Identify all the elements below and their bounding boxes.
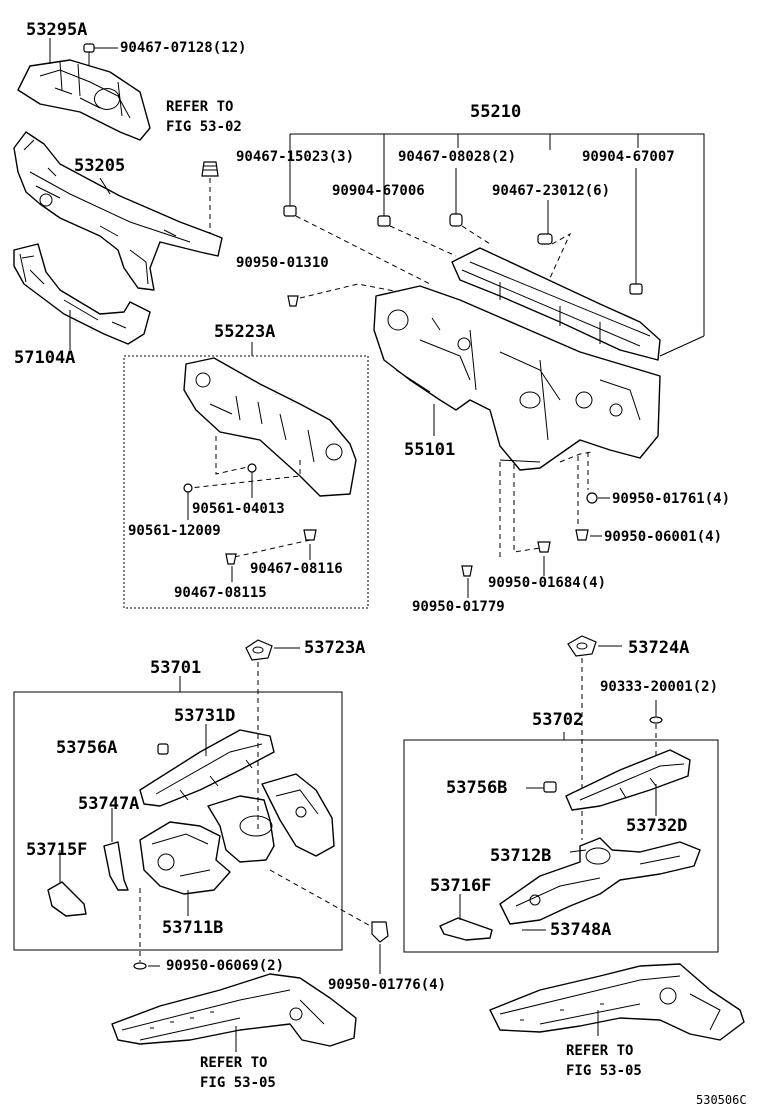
part-57104A-drawing [13, 243, 151, 345]
side-rail-left-drawing [111, 973, 357, 1047]
label-53295A: 53295A [26, 20, 88, 40]
label-90561-04013: 90561-04013 [192, 501, 285, 517]
bracket-53716F-drawing [439, 917, 493, 941]
part-53295A-drawing [17, 59, 151, 141]
label-53723A: 53723A [304, 638, 366, 658]
label-53711B: 53711B [162, 918, 224, 938]
label-53748A: 53748A [550, 920, 612, 940]
label-53712B: 53712B [490, 846, 552, 866]
insulator-53723A-drawing [245, 639, 273, 661]
refer-to-label-2: REFER TO [200, 1055, 268, 1071]
refer-fig-label-2: FIG 53-05 [200, 1075, 276, 1091]
label-53756B: 53756B [446, 778, 508, 798]
label-53756A: 53756A [56, 738, 118, 758]
catalog-code: 530506C [696, 1093, 747, 1107]
label-53716F: 53716F [430, 876, 492, 896]
label-55101: 55101 [404, 440, 456, 460]
label-90950-01684: 90950-01684(4) [488, 575, 607, 591]
fasteners-55210 [283, 168, 643, 307]
label-53731D: 53731D [174, 706, 236, 726]
apron-upper-53731D-drawing [139, 729, 275, 807]
box-55223A [123, 355, 369, 609]
apron-upper-53732D-drawing [565, 749, 691, 811]
label-90467-07128: 90467-07128(12) [120, 40, 247, 56]
apron-53711B-drawing [139, 773, 335, 895]
label-90904-67006: 90904-67006 [332, 183, 425, 199]
part-55210-drawing [451, 247, 661, 361]
label-90950-06069: 90950-06069(2) [166, 958, 285, 974]
box-53701 [13, 691, 343, 951]
refer-fig-label-3: FIG 53-05 [566, 1063, 642, 1079]
bushing-drawing [201, 161, 219, 177]
label-53747A: 53747A [78, 794, 140, 814]
box-53702 [403, 739, 719, 953]
label-90467-23012: 90467-23012(6) [492, 183, 611, 199]
refer-fig-label-1: FIG 53-02 [166, 119, 242, 135]
label-55210: 55210 [470, 102, 522, 122]
part-55223A-drawing [183, 357, 357, 497]
refer-to-label-3: REFER TO [566, 1043, 634, 1059]
label-53715F: 53715F [26, 840, 88, 860]
insulator-53724A-drawing [567, 635, 597, 657]
label-90950-01761: 90950-01761(4) [612, 491, 731, 507]
part-55101-drawing [373, 285, 661, 471]
label-90467-08115: 90467-08115 [174, 585, 267, 601]
label-53701: 53701 [150, 658, 202, 678]
label-53205: 53205 [74, 156, 126, 176]
label-53724A: 53724A [628, 638, 690, 658]
label-90467-08028: 90467-08028(2) [398, 149, 517, 165]
label-57104A: 57104A [14, 348, 76, 368]
bracket-53715F-drawing [47, 881, 87, 917]
part-53205-drawing [13, 131, 223, 291]
label-90333-20001: 90333-20001(2) [600, 679, 719, 695]
bracket-53747A-drawing [103, 841, 129, 891]
label-90950-01779: 90950-01779 [412, 599, 505, 615]
side-rail-right-drawing [489, 963, 745, 1041]
label-90467-15023: 90467-15023(3) [236, 149, 355, 165]
label-90561-12009: 90561-12009 [128, 523, 221, 539]
label-90467-08116: 90467-08116 [250, 561, 343, 577]
clip-90467-07128-drawing [83, 43, 118, 66]
label-90950-06001: 90950-06001(4) [604, 529, 723, 545]
refer-to-label-1: REFER TO [166, 99, 234, 115]
label-90904-67007: 90904-67007 [582, 149, 675, 165]
label-90950-01776: 90950-01776(4) [328, 977, 447, 993]
label-55223A: 55223A [214, 322, 276, 342]
apron-53712B-drawing [499, 837, 701, 925]
label-90950-01310: 90950-01310 [236, 255, 329, 271]
label-53702: 53702 [532, 710, 584, 730]
label-53732D: 53732D [626, 816, 688, 836]
